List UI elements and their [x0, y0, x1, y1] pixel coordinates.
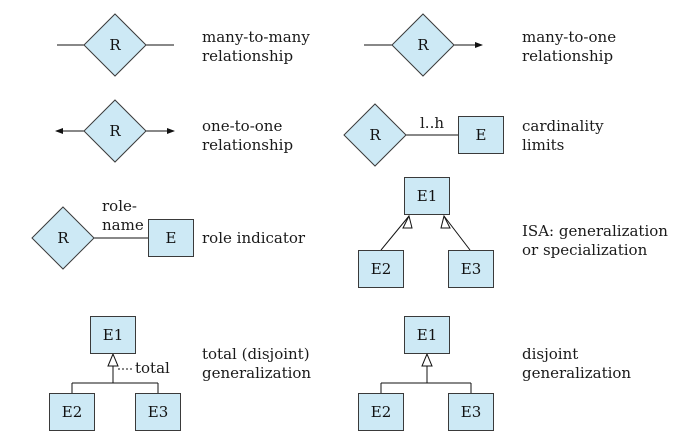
cardinality-label-line2: limits: [522, 136, 565, 154]
relationship-diamond: [83, 13, 147, 77]
many-to-many-symbol: [57, 13, 174, 77]
cardinality-limits-symbol: [343, 103, 458, 167]
entity-box-e1: E1: [404, 316, 450, 354]
relationship-r-label: R: [369, 126, 381, 144]
many-to-one-symbol: [364, 13, 483, 77]
hollow-arrowhead: [421, 352, 433, 367]
role-name-line1: role-: [102, 197, 137, 215]
entity-box-e2: E2: [49, 393, 95, 431]
entity-box-e1: E1: [90, 316, 136, 354]
relationship-r-label: R: [57, 229, 69, 247]
hollow-arrowhead: [402, 214, 413, 229]
relationship-diamond: [391, 13, 455, 77]
relationship-diamond: [31, 206, 95, 270]
total-label-line2: generalization: [202, 364, 312, 382]
total-generalization-lines: [71, 352, 159, 393]
disjoint-label-line1: disjoint: [522, 345, 579, 363]
isa-symbol-lines: [380, 214, 471, 251]
entity-box-e2: E2: [358, 393, 404, 431]
isa-label-line2: or specialization: [522, 241, 648, 259]
one-to-one-label-line1: one-to-one: [202, 117, 283, 135]
entity-box-e3: E3: [448, 393, 494, 431]
entity-box-e3: E3: [448, 250, 494, 288]
total-label-line1: total (disjoint): [202, 345, 310, 363]
relationship-r-label: R: [109, 122, 121, 140]
role-indicator-label: role indicator: [202, 229, 306, 247]
entity-box: E: [458, 116, 504, 154]
one-to-one-label-line2: relationship: [202, 136, 294, 154]
entity-box: E: [148, 219, 194, 257]
hollow-arrowhead: [440, 214, 451, 229]
entity-box-e3: E3: [135, 393, 181, 431]
cardinality-limits-text: l..h: [420, 114, 444, 132]
entity-box-e1: E1: [404, 177, 450, 215]
hollow-arrowhead: [107, 352, 119, 367]
relationship-r-label: R: [417, 36, 429, 54]
many-to-many-label-line2: relationship: [202, 47, 294, 65]
isa-label-line1: ISA: generalization: [522, 222, 668, 240]
entity-box-e2: E2: [358, 250, 404, 288]
disjoint-generalization-lines: [380, 352, 472, 393]
disjoint-label-line2: generalization: [522, 364, 632, 382]
relationship-r-label: R: [109, 36, 121, 54]
one-to-one-symbol: [55, 99, 175, 163]
role-name-line2: name: [102, 216, 144, 234]
relationship-diamond: [83, 99, 147, 163]
total-annotation: total: [135, 359, 170, 377]
role-indicator-symbol: [31, 206, 148, 270]
relationship-diamond: [343, 103, 407, 167]
many-to-one-label-line2: relationship: [522, 47, 614, 65]
many-to-one-label-line1: many-to-one: [522, 28, 617, 46]
cardinality-label-line1: cardinality: [522, 117, 604, 135]
many-to-many-label-line1: many-to-many: [202, 28, 310, 46]
